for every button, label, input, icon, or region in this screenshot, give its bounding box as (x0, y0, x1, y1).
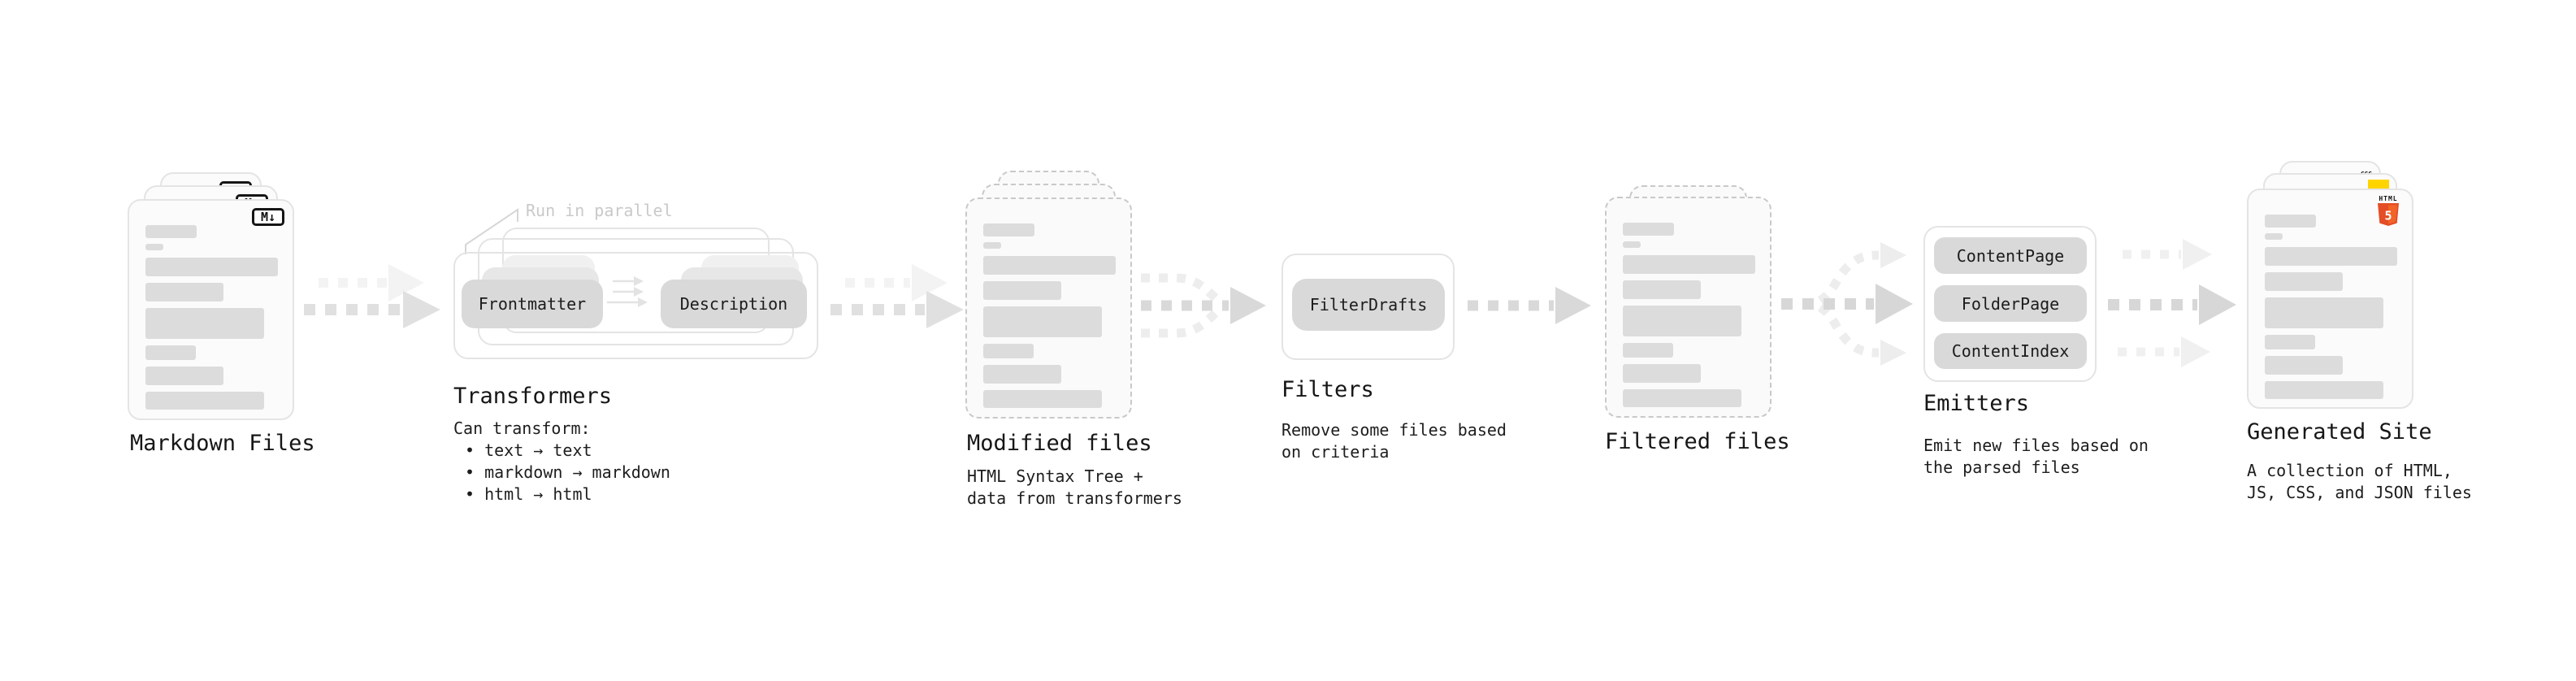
placeholder-bar (145, 244, 163, 250)
desc-line: Remove some files based (1281, 420, 1507, 440)
desc-line: JS, CSS, and JSON files (2247, 483, 2472, 502)
placeholder-bar (983, 344, 1034, 358)
placeholder-bar (2265, 381, 2383, 399)
placeholder-bar (145, 283, 223, 301)
placeholder-bar (983, 365, 1061, 384)
stage-title-emitters: Emitters (1923, 391, 2030, 416)
stage-title-modified-files: Modified files (967, 431, 1152, 456)
modified-file-card (965, 197, 1132, 419)
desc-line: A collection of HTML, (2247, 461, 2452, 480)
placeholder-bar (2265, 297, 2383, 328)
markdown-icon-text: M↓ (260, 210, 276, 224)
placeholder-bar (2265, 233, 2283, 240)
placeholder-bar (983, 242, 1001, 249)
js-icon (2368, 180, 2389, 189)
placeholder-bar (1623, 223, 1674, 236)
placeholder-bar (2265, 215, 2316, 228)
filters-desc: Remove some files based on criteria (1281, 419, 1507, 463)
stage-title-generated-site: Generated Site (2247, 419, 2432, 445)
desc-line: HTML Syntax Tree + (967, 466, 1143, 486)
html5-shield: 5 (2378, 203, 2399, 226)
placeholder-bar (145, 367, 223, 385)
arrow-emitters-to-generated (2108, 239, 2236, 367)
emitter-pill-folderpage: FolderPage (1934, 285, 2087, 322)
placeholder-bar (145, 258, 278, 276)
markdown-icon: M↓ (252, 208, 284, 226)
desc-line: Emit new files based on (1923, 436, 2149, 455)
filtered-file-card (1605, 197, 1772, 418)
markdown-file-card: M↓ (128, 199, 294, 420)
transform-bullet: • text → text (465, 440, 592, 460)
html5-icon-number: 5 (2384, 209, 2392, 223)
arrow-transformers-to-modified (830, 264, 964, 328)
placeholder-bar (983, 223, 1034, 236)
placeholder-bar (983, 306, 1102, 337)
stage-title-filtered-files: Filtered files (1605, 429, 1790, 454)
placeholder-bar (1623, 241, 1641, 248)
generated-file-card: HTML 5 (2247, 189, 2413, 409)
placeholder-bar (145, 392, 264, 410)
transformers-bullets: • text → text • markdown → markdown • ht… (465, 440, 670, 505)
placeholder-bar (2265, 356, 2343, 375)
emitters-desc: Emit new files based on the parsed files (1923, 435, 2149, 479)
arrow-filters-to-filtered (1468, 287, 1591, 324)
placeholder-bar (2265, 247, 2397, 266)
placeholder-bar (1623, 343, 1673, 358)
placeholder-bar (2265, 272, 2343, 291)
transformers-intro: Can transform: (453, 419, 591, 438)
generated-site-desc: A collection of HTML, JS, CSS, and JSON … (2247, 460, 2472, 504)
desc-line: data from transformers (967, 488, 1182, 508)
transform-bullet: • html → html (465, 484, 592, 504)
placeholder-bar (145, 225, 197, 238)
run-in-parallel-annotation: Run in parallel (526, 201, 673, 220)
arrow-modified-to-filters (1141, 273, 1266, 338)
placeholder-bar (1623, 255, 1755, 274)
transformer-pill-description: Description (661, 280, 807, 328)
emitter-pill-contentpage: ContentPage (1934, 237, 2087, 274)
transformer-box (453, 252, 818, 359)
arrow-filtered-to-emitters (1781, 242, 1913, 366)
stage-title-filters: Filters (1281, 377, 1374, 402)
transformer-pill-frontmatter: Frontmatter (462, 280, 603, 328)
placeholder-bar (2265, 335, 2315, 349)
modified-files-desc: HTML Syntax Tree + data from transformer… (967, 466, 1182, 510)
transform-bullet: • markdown → markdown (465, 462, 670, 482)
placeholder-bar (1623, 280, 1701, 299)
placeholder-bar (1623, 364, 1701, 383)
placeholder-bar (145, 345, 196, 360)
html5-icon-text: HTML (2379, 195, 2398, 202)
placeholder-bar (983, 281, 1061, 300)
filter-pill-filterdrafts: FilterDrafts (1292, 279, 1445, 331)
placeholder-bar (983, 256, 1116, 275)
placeholder-bar (1623, 306, 1741, 336)
placeholder-bar (145, 308, 264, 339)
arrow-markdown-to-transformers (304, 264, 440, 328)
desc-line: the parsed files (1923, 458, 2080, 477)
placeholder-bar (1623, 389, 1741, 407)
stage-title-markdown-files: Markdown Files (130, 431, 315, 456)
desc-line: on criteria (1281, 442, 1390, 462)
emitter-pill-contentindex: ContentIndex (1934, 333, 2087, 369)
html5-icon: HTML 5 (2374, 195, 2402, 226)
placeholder-bar (983, 390, 1102, 408)
stage-title-transformers: Transformers (453, 384, 613, 409)
